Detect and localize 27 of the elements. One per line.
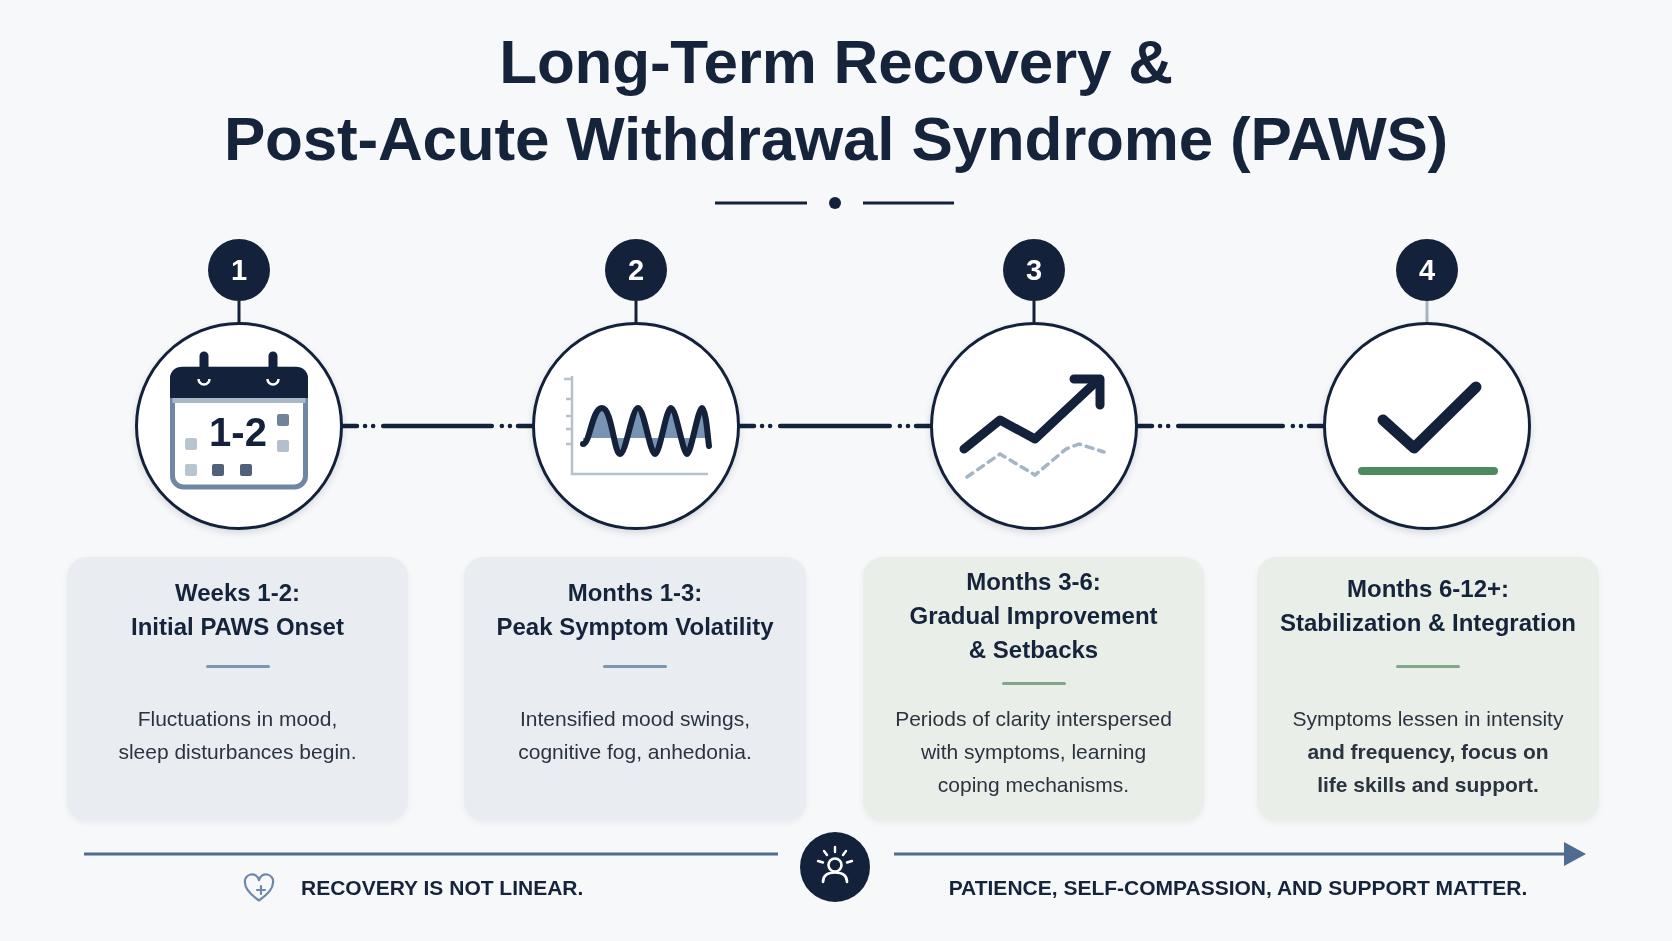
title: Long-Term Recovery & Post-Acute Withdrawal Syndrome (PAWS) (223, 26, 1449, 175)
step-number: 1 (208, 239, 270, 301)
stage-heading: Weeks 1-2: Initial PAWS Onset (131, 578, 344, 642)
step-number: 4 (1396, 239, 1458, 301)
stage-card (863, 557, 1204, 821)
step-number: 3 (1003, 239, 1065, 301)
stage-description: Symptoms lessen in intensity and frequency, focus on life skills and support. (1291, 706, 1565, 798)
footer-note: PATIENCE, SELF-COMPASSION, AND SUPPORT MATTER. (948, 875, 1528, 901)
stage-heading: Months 3-6: Gradual Improvement & Setbacks (908, 567, 1159, 665)
footer-note: RECOVERY IS NOT LINEAR. (301, 875, 584, 901)
connector-line (237, 301, 241, 322)
stage-heading: Months 6-12+: Stabilization & Integration (1280, 574, 1576, 638)
stage-card (464, 557, 806, 821)
stage-heading: Months 1-3: Peak Symptom Volatility (496, 578, 774, 642)
stage-description: Intensified mood swings, cognitive fog, anhedonia. (517, 706, 753, 765)
stage-description: Periods of clarity interspersed with symptoms, learning coping mechanisms. (894, 706, 1173, 798)
date-range-text: 1-2 (209, 410, 267, 454)
dashed-connector (340, 423, 535, 429)
connector-line (1032, 301, 1036, 322)
dashed-connector (1135, 423, 1326, 429)
stage-description: Fluctuations in mood, sleep disturbances begin. (117, 706, 358, 765)
stage-card (1257, 557, 1599, 821)
step-number: 2 (605, 239, 667, 301)
stage-card (67, 557, 408, 821)
connector-line (634, 301, 638, 322)
connector-line (1425, 301, 1429, 322)
dashed-connector (737, 423, 933, 429)
